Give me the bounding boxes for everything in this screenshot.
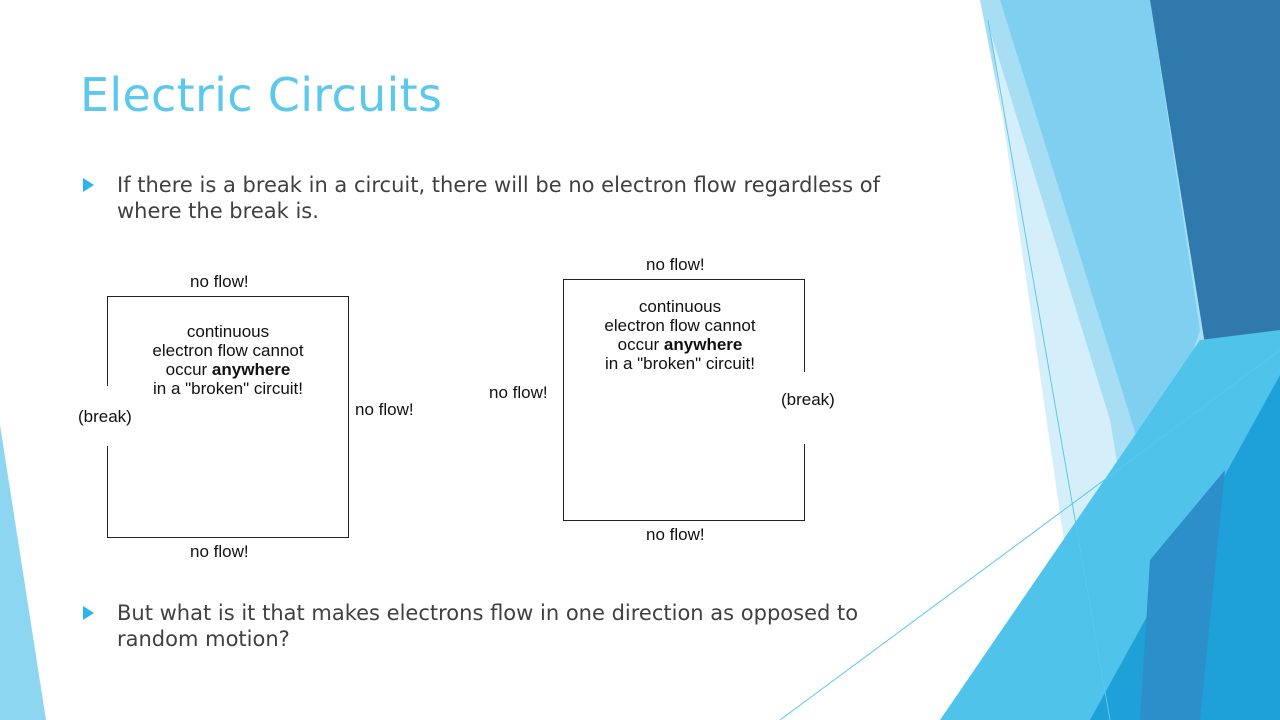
decor-line-2 xyxy=(779,349,1280,720)
label-break: (break) xyxy=(78,407,132,426)
bullet-point: If there is a break in a circuit, there … xyxy=(80,172,940,226)
label-top: no flow! xyxy=(190,272,249,291)
caption-line: continuous xyxy=(186,322,270,341)
right-shard-deep xyxy=(1140,470,1225,720)
circuit-break-gap xyxy=(801,372,807,444)
right-shard-mid xyxy=(1000,0,1200,480)
caption-line: electron flow cannot xyxy=(152,341,304,360)
caption-text: occur xyxy=(617,335,664,354)
bullet-arrow-icon xyxy=(83,178,94,192)
bullet-point: But what is it that makes electrons flow… xyxy=(80,600,940,654)
caption-line: occur anywhere xyxy=(128,360,328,379)
caption-line: continuous xyxy=(638,297,722,316)
circuit-caption: continuous electron flow cannot occur an… xyxy=(128,322,328,398)
caption-emphasis: anywhere xyxy=(663,335,743,354)
label-side: no flow! xyxy=(489,383,548,402)
circuit-caption: continuous electron flow cannot occur an… xyxy=(580,297,780,373)
label-break: (break) xyxy=(781,390,835,409)
slide-title: Electric Circuits xyxy=(80,68,443,122)
caption-line: electron flow cannot xyxy=(604,316,756,335)
bullet-text: If there is a break in a circuit, there … xyxy=(117,173,880,223)
caption-emphasis: anywhere xyxy=(211,360,291,379)
left-edge-shard xyxy=(0,425,46,720)
caption-line: in a "broken" circuit! xyxy=(152,379,304,398)
caption-line: in a "broken" circuit! xyxy=(604,354,756,373)
label-bottom: no flow! xyxy=(646,525,705,544)
decor-line-1 xyxy=(987,19,1111,720)
circuit-break-gap xyxy=(104,386,110,446)
label-top: no flow! xyxy=(646,255,705,274)
label-bottom: no flow! xyxy=(190,542,249,561)
caption-line: occur anywhere xyxy=(580,335,780,354)
caption-text: occur xyxy=(165,360,212,379)
bullet-text: But what is it that makes electrons flow… xyxy=(117,601,859,651)
bullet-arrow-icon xyxy=(83,606,94,620)
label-side: no flow! xyxy=(355,400,414,419)
